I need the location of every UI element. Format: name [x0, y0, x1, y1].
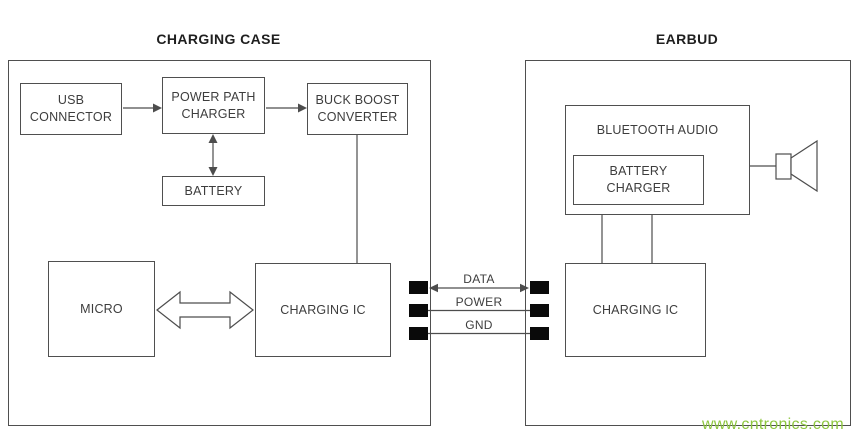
gnd-bus-label: GND: [465, 318, 493, 332]
watermark-url: www.cntronics.com: [701, 416, 844, 433]
data-bus-label: DATA: [463, 272, 495, 286]
case-charging-ic-block: CHARGING IC: [255, 263, 391, 357]
battery-block: BATTERY: [162, 176, 265, 206]
earbud-charging-ic-block: CHARGING IC: [565, 263, 706, 357]
power-path-charger-block: POWER PATH CHARGER: [162, 77, 265, 134]
micro-block: MICRO: [48, 261, 155, 357]
usb-connector-block: USB CONNECTOR: [20, 83, 122, 135]
power-bus-label: POWER: [455, 295, 503, 309]
earbud-title: EARBUD: [655, 31, 719, 47]
battery-charger-block: BATTERY CHARGER: [573, 155, 704, 205]
buck-boost-converter-block: BUCK BOOST CONVERTER: [307, 83, 408, 135]
charging-case-title: CHARGING CASE: [156, 31, 281, 47]
